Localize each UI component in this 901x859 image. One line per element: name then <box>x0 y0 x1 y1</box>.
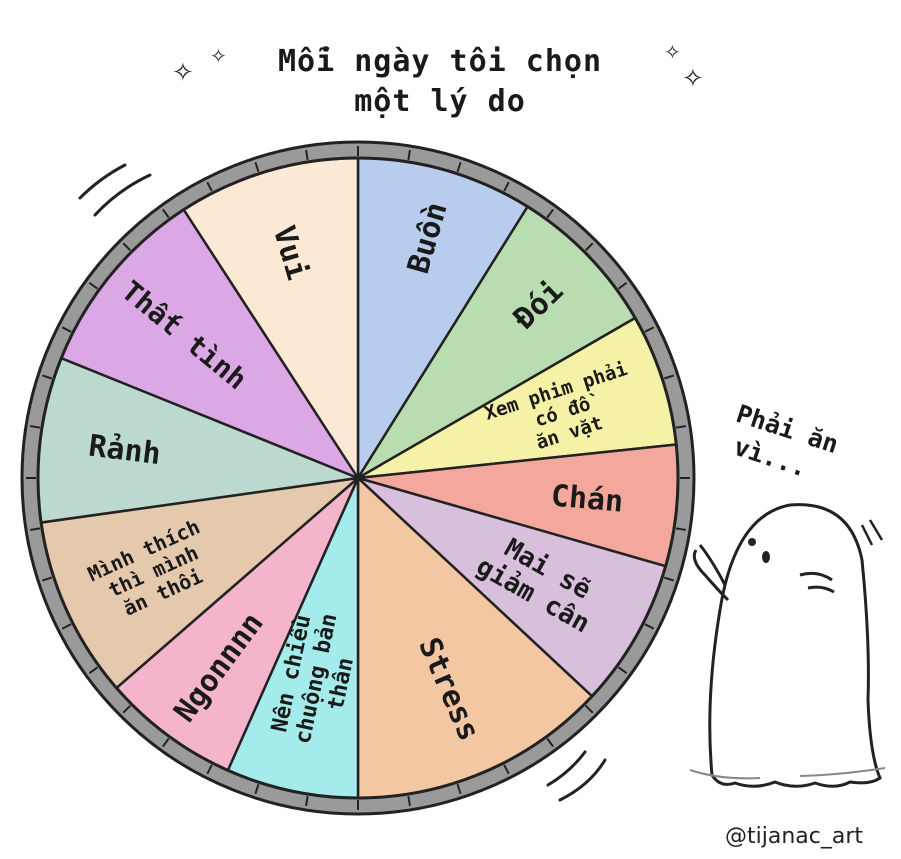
rim-tick <box>407 795 411 807</box>
rim-tick <box>305 795 309 807</box>
artist-credit: @tijanac_art <box>724 824 863 849</box>
ghost-character <box>689 503 886 788</box>
sparkle-icon: ✧ <box>664 40 681 64</box>
rim-tick <box>122 704 132 714</box>
sparkle-icon: ✧ <box>210 44 227 68</box>
page-title: Mỗi ngày tôi chọn một lý do <box>180 42 700 122</box>
rim-tick <box>162 208 170 219</box>
rim-tick <box>254 783 260 795</box>
rim-tick <box>407 149 411 161</box>
sparkle-icon: ✧ <box>172 58 194 88</box>
wheel-label-line: Rảnh <box>87 429 163 473</box>
rim-tick <box>122 242 132 252</box>
rim-tick <box>584 242 594 252</box>
rim-tick <box>503 764 510 775</box>
rim-tick <box>546 737 554 748</box>
wheel-hub <box>355 475 361 481</box>
rim-tick <box>663 374 675 380</box>
rim-tick <box>644 623 655 630</box>
title-line-2: một lý do <box>354 84 526 119</box>
rim-tick <box>162 737 170 748</box>
wheel-label: Chán <box>550 478 625 519</box>
rim-tick <box>503 181 510 192</box>
rim-tick <box>663 576 675 582</box>
rim-tick <box>88 666 99 674</box>
rim-tick <box>254 161 260 173</box>
wheel-label-line: Chán <box>550 478 625 519</box>
rim-tick <box>456 161 462 173</box>
rim-tick <box>617 282 628 290</box>
rim-tick <box>61 623 72 630</box>
rim-tick <box>206 181 213 192</box>
title-line-1: Mỗi ngày tôi chọn <box>277 44 603 79</box>
rim-tick <box>29 527 41 531</box>
rim-tick <box>456 783 462 795</box>
wheel-label: Rảnh <box>87 429 163 473</box>
rim-tick <box>675 425 687 429</box>
rim-tick <box>206 764 213 775</box>
rim-tick <box>644 326 655 333</box>
sparkle-icon: ✧ <box>682 64 704 94</box>
rim-tick <box>617 666 628 674</box>
rim-tick <box>546 208 554 219</box>
rim-tick <box>41 576 53 582</box>
wheel-inner-edge <box>36 156 680 800</box>
rim-tick <box>29 425 41 429</box>
rim-tick <box>88 282 99 290</box>
rim-tick <box>41 374 53 380</box>
rim-tick <box>584 704 594 714</box>
rim-tick <box>305 149 309 161</box>
rim-tick <box>675 527 687 531</box>
motion-lines <box>78 163 607 802</box>
rim-tick <box>61 326 72 333</box>
